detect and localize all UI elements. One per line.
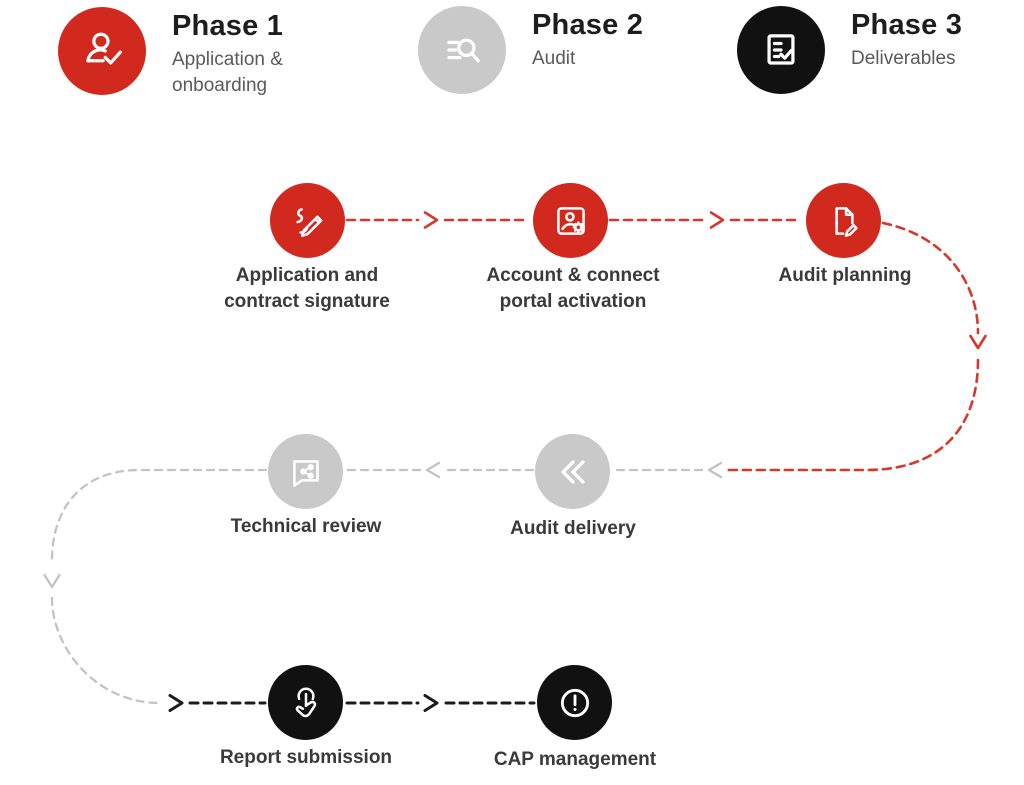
step-label: Audit planning: [778, 265, 912, 286]
step-application-contract-node: [270, 183, 345, 258]
search-list-icon: [418, 6, 506, 94]
connector-curve-to-step4: [726, 358, 980, 472]
arrow-right-icon: [709, 211, 725, 229]
phase-2-header: Phase 2 Audit: [418, 6, 643, 94]
phase-1-subtitle: Application & onboarding: [172, 48, 283, 97]
document-edit-icon: [834, 206, 858, 237]
account-gear-icon: [556, 206, 585, 235]
connector-step3-curve-down: [881, 221, 980, 335]
step-report-submission-node: [268, 665, 343, 740]
arrow-down-icon: [969, 334, 987, 350]
black-connectors: [168, 694, 536, 712]
step-label: CAP management: [493, 749, 657, 770]
arrow-down-icon: [43, 573, 61, 589]
signature-pen-icon: [295, 207, 322, 237]
arrow-right-icon: [423, 694, 439, 712]
double-chevron-left-icon: [560, 459, 585, 484]
arrow-right-icon: [423, 211, 439, 229]
tap-finger-icon: [295, 687, 316, 717]
phase-3-title: Phase 3: [851, 9, 963, 41]
phase-2-subtitle: Audit: [532, 47, 576, 69]
connector-curve-to-step6: [50, 596, 162, 705]
phase-3-subtitle: Deliverables: [851, 47, 956, 69]
checklist-icon: [737, 6, 825, 94]
gray-connectors: [43, 461, 723, 705]
step-label: Audit delivery: [510, 518, 636, 539]
phase-2-title: Phase 2: [532, 9, 644, 41]
arrow-left-icon: [707, 461, 723, 479]
step-audit-delivery-node: [535, 434, 610, 509]
step-account-portal-node: [533, 183, 608, 258]
step-label: Report submission: [219, 747, 393, 768]
arrow-right-icon: [168, 694, 184, 712]
step-audit-planning-node: [806, 183, 881, 258]
phase-1-header: Phase 1 Application & onboarding: [58, 7, 314, 100]
phase-3-header: Phase 3 Deliverables: [737, 6, 962, 94]
step-label: Application and contract signature: [224, 265, 390, 313]
connector-step5-curve-down: [50, 468, 268, 562]
step-label: Technical review: [230, 516, 382, 537]
alert-circle-icon: [560, 688, 589, 717]
comment-share-icon: [292, 459, 319, 487]
red-connectors: [345, 211, 987, 472]
arrow-left-icon: [425, 461, 441, 479]
step-cap-management-node: [537, 665, 612, 740]
phase-1-title: Phase 1: [172, 10, 284, 42]
person-check-icon: [58, 7, 146, 95]
step-technical-review-node: [268, 434, 343, 509]
step-label: Account & connect portal activation: [486, 265, 660, 313]
